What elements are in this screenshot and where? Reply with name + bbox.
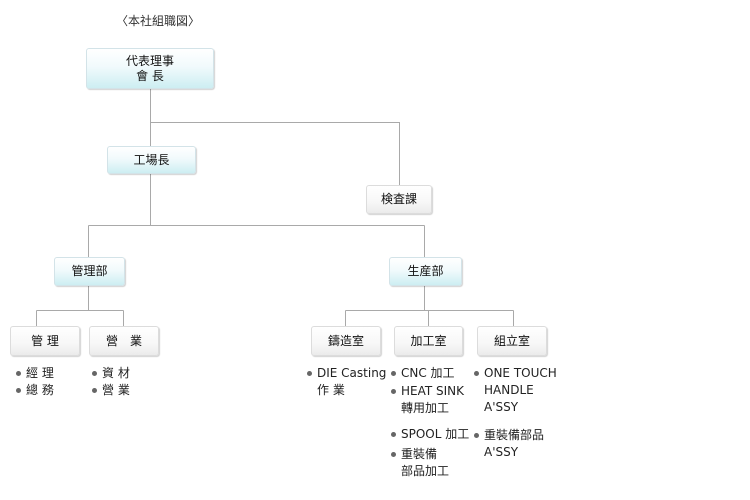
list-assembly: ONE TOUCH HANDLE A'SSY 重裝備部品 A'SSY bbox=[474, 365, 557, 461]
node-chairman-line2: 會 長 bbox=[136, 68, 164, 83]
node-machining: 加工室 bbox=[394, 326, 463, 356]
list-item: ONE TOUCH bbox=[474, 365, 557, 382]
list-item: 營 業 bbox=[92, 382, 130, 399]
connector-chairman-inspection bbox=[150, 122, 400, 186]
list-item: 資 材 bbox=[92, 365, 130, 382]
node-casting: 鑄造室 bbox=[311, 326, 381, 356]
list-item: A'SSY bbox=[484, 400, 519, 414]
list-casting: DIE Casting 作 業 bbox=[307, 365, 386, 399]
chart-caption: 〈本社組職図〉 bbox=[116, 14, 201, 28]
node-sales: 營 業 bbox=[89, 326, 159, 356]
node-production: 生産部 bbox=[389, 257, 462, 286]
node-admin: 管 理 bbox=[10, 326, 80, 356]
list-item: 轉用加工 bbox=[401, 401, 450, 415]
list-item: HANDLE bbox=[484, 383, 534, 397]
list-item: 作 業 bbox=[317, 383, 345, 397]
list-item: DIE Casting bbox=[307, 365, 386, 382]
node-chairman-line1: 代表理事 bbox=[125, 53, 174, 68]
node-inspection: 検査課 bbox=[366, 185, 432, 214]
list-item: 部品加工 bbox=[401, 464, 450, 478]
node-assembly: 組立室 bbox=[477, 326, 547, 356]
list-sales: 資 材 營 業 bbox=[92, 365, 130, 399]
list-item: A'SSY bbox=[484, 445, 519, 459]
node-chairman: 代表理事 會 長 bbox=[86, 48, 214, 89]
node-factory-manager: 工場長 bbox=[107, 146, 196, 174]
list-item: CNC 加工 bbox=[391, 365, 469, 382]
list-item: HEAT SINK bbox=[391, 383, 469, 400]
list-item: 重裝備部品 bbox=[474, 427, 557, 444]
list-item: 總 務 bbox=[16, 382, 54, 399]
list-admin: 經 理 總 務 bbox=[16, 365, 54, 399]
node-management: 管理部 bbox=[54, 257, 125, 286]
list-item: SPOOL 加工 bbox=[391, 426, 469, 443]
list-machining: CNC 加工 HEAT SINK 轉用加工 SPOOL 加工 重裝備 部品加工 bbox=[391, 365, 469, 480]
list-item: 重裝備 bbox=[391, 446, 469, 463]
list-item: 經 理 bbox=[16, 365, 54, 382]
